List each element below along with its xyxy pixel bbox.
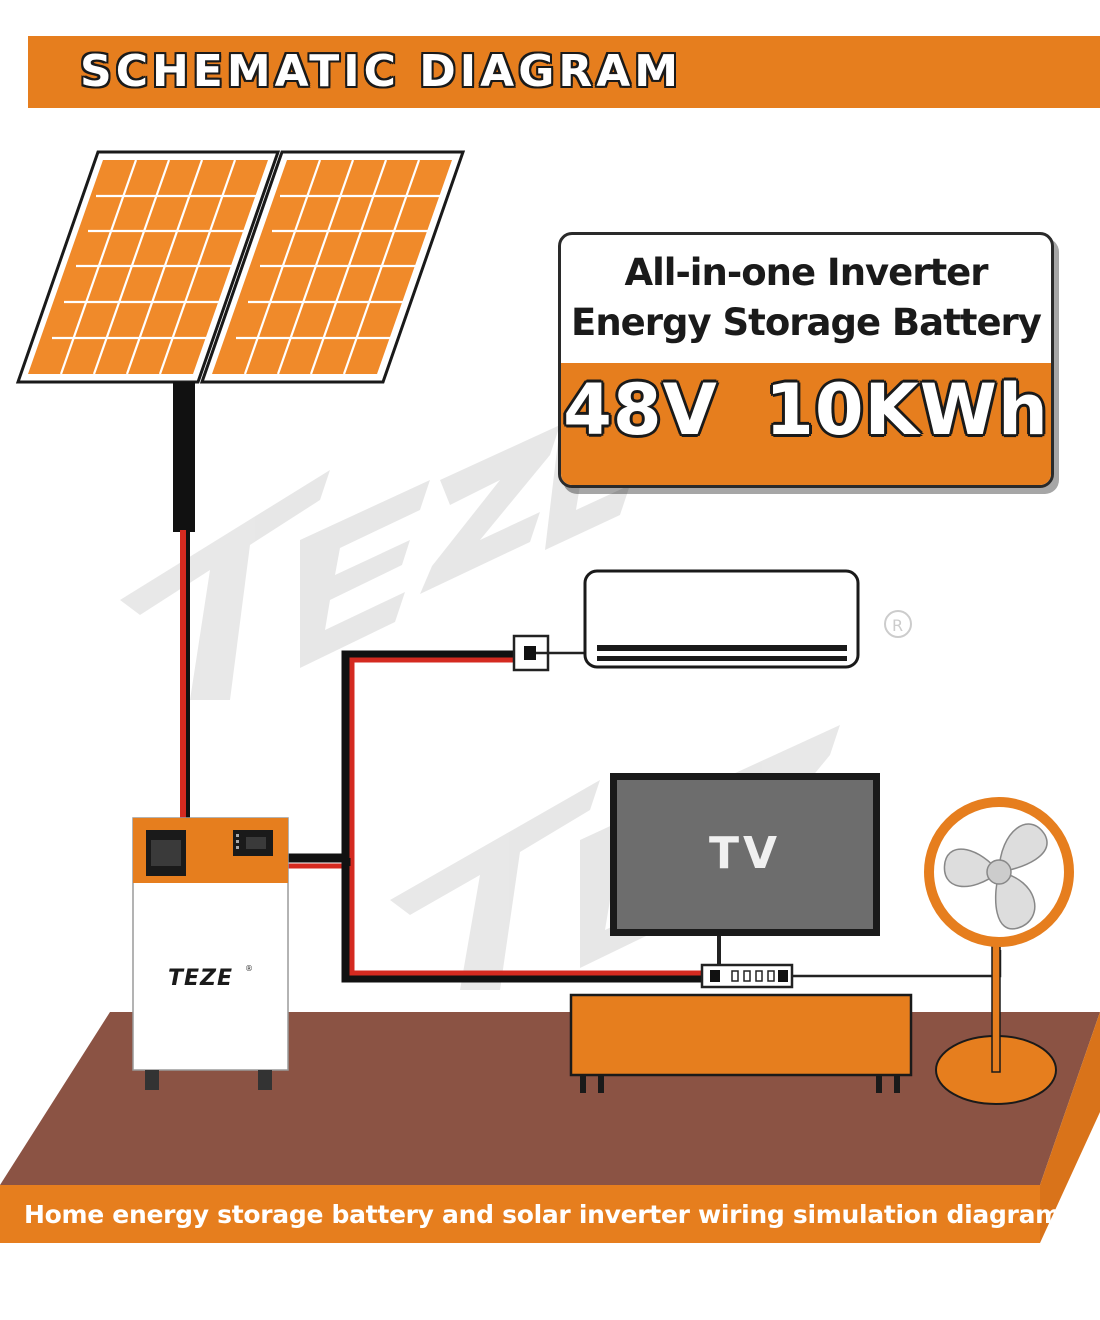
- wire-output: [288, 650, 706, 983]
- tv-label: TV: [708, 828, 782, 879]
- floor-edge: [1040, 1012, 1100, 1243]
- spec-card: All-in-one Inverter Energy Storage Batte…: [558, 232, 1054, 488]
- spec-highlight: [561, 363, 1051, 485]
- solar-panel-left: [15, 150, 281, 384]
- inverter-battery-unit: [132, 817, 289, 1090]
- tv-stand: [569, 993, 913, 1093]
- spec-line-1: All-in-one Inverter: [624, 251, 988, 294]
- solar-panel-right: [199, 150, 466, 384]
- watermark-reg-circle: [884, 610, 912, 638]
- air-conditioner: [583, 569, 860, 669]
- panel-mast: [173, 382, 195, 532]
- standing-fan: [924, 797, 1074, 1105]
- spec-line-2: Energy Storage Battery: [571, 301, 1042, 344]
- television: [610, 773, 880, 966]
- header-title: SCHEMATIC DIAGRAM: [80, 46, 683, 97]
- watermark-reg-glyph: R: [892, 616, 903, 635]
- unit-brand-reg: ®: [245, 964, 253, 973]
- wire-pv-black: [186, 530, 190, 820]
- unit-brand-logo: TEZE: [168, 966, 234, 991]
- spec-value: 48V 10KWh: [563, 369, 1049, 451]
- footer-caption: Home energy storage battery and solar in…: [24, 1200, 1061, 1229]
- wire-pv-red: [180, 530, 188, 820]
- footer-bar: [0, 1185, 1040, 1243]
- ac-outlet: [512, 634, 550, 672]
- power-strip: [700, 950, 1002, 989]
- header-bar: [28, 36, 1100, 108]
